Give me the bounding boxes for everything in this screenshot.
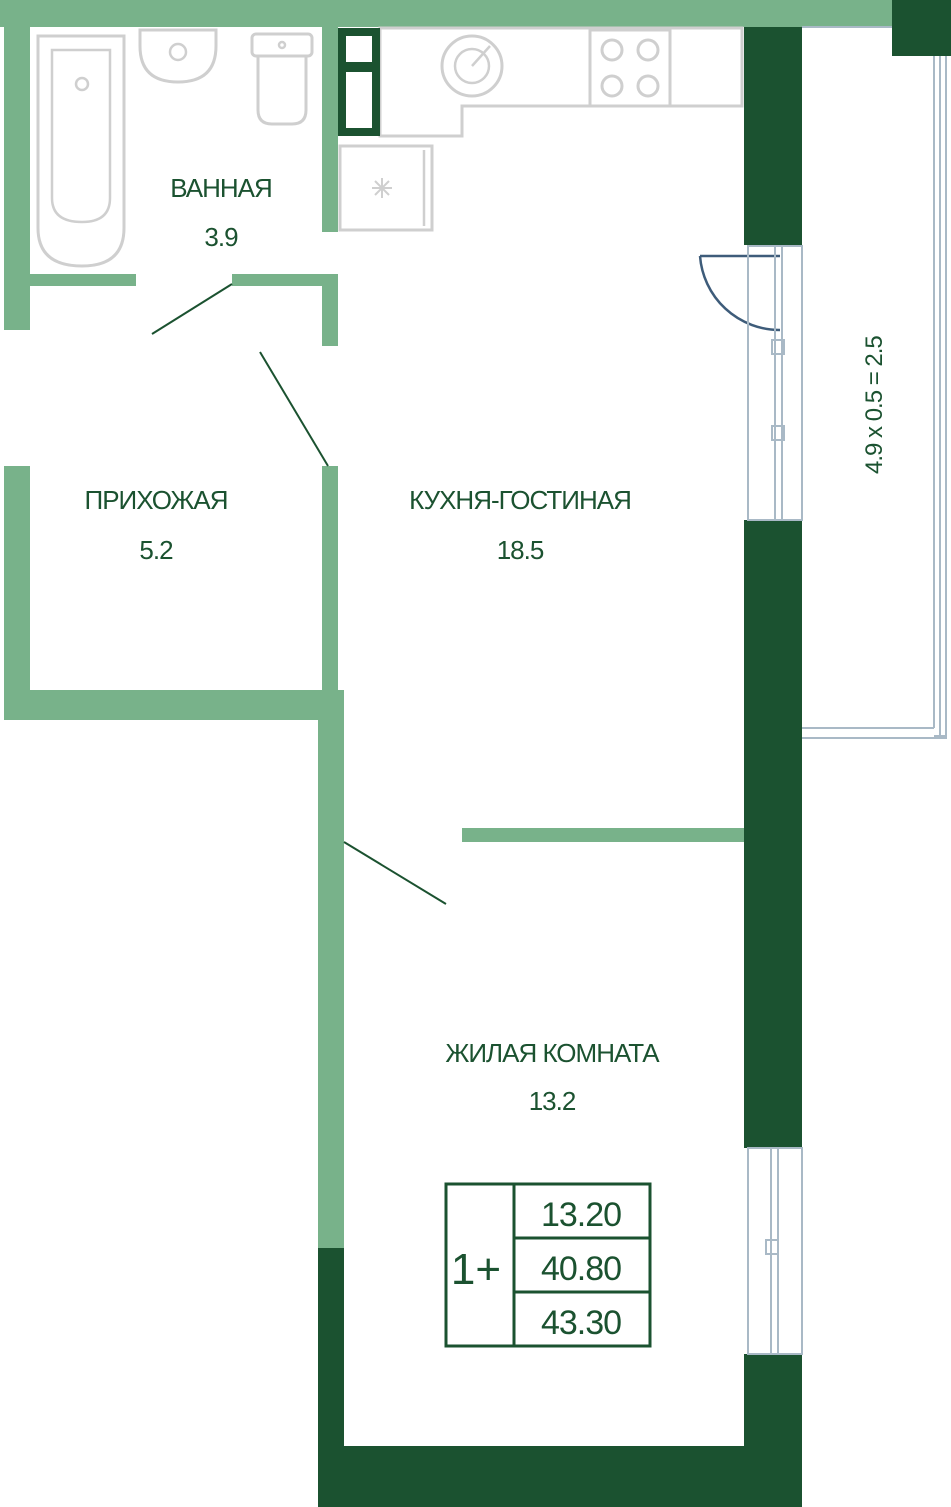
windows: [747, 245, 803, 1355]
living-area-value: 13.20: [541, 1196, 621, 1234]
partition-wall: [462, 828, 744, 842]
toilet-icon: [250, 32, 314, 126]
external-walls: [318, 0, 951, 1507]
door-swings: [151, 254, 781, 905]
total-area-value: 40.80: [541, 1250, 621, 1288]
hallway-bottom-wall: [4, 690, 342, 720]
area-summary-table: 1+ 13.20 40.80 43.30: [444, 1182, 652, 1348]
living-room-area: 13.2: [529, 1086, 576, 1116]
balcony: 4.9 x 0.5 = 2.5: [802, 26, 947, 739]
bottom-wall: [318, 1446, 802, 1507]
living-left-wall: [318, 690, 344, 1250]
living-room-door: [343, 841, 447, 905]
apartment-type: 1+: [451, 1245, 501, 1294]
corner-column: [892, 0, 951, 56]
hallway-area: 5.2: [139, 535, 173, 565]
stove-icon: [588, 28, 672, 108]
bathtub-icon: [36, 34, 126, 268]
bathroom-right-wall-stub: [322, 274, 338, 346]
washbasin-icon: [138, 28, 218, 84]
interior-walls: [0, 0, 893, 1250]
hallway-right-wall: [322, 466, 338, 704]
kitchen-living-name: КУХНЯ-ГОСТИНАЯ: [409, 485, 631, 515]
snowflake-icon: [372, 178, 392, 198]
hallway-left-wall: [4, 466, 30, 720]
hallway-door: [259, 351, 329, 467]
bathroom-bottom-wall-right: [232, 274, 338, 286]
bathroom-name: ВАННАЯ: [170, 173, 272, 203]
kitchen-cabinet-inner-top: [346, 36, 372, 62]
top-wall: [0, 0, 893, 27]
bathroom-area: 3.9: [204, 222, 238, 252]
bathroom-door: [151, 283, 233, 335]
kitchen-living-area: 18.5: [497, 535, 544, 565]
total-with-balcony-value: 43.30: [541, 1304, 621, 1342]
hallway-name: ПРИХОЖАЯ: [85, 485, 228, 515]
right-wall-middle: [744, 520, 802, 1148]
fridge-icon: [338, 144, 434, 232]
bathroom-bottom-wall-left: [4, 274, 136, 286]
kitchen-unit: [338, 26, 744, 138]
balcony-door: [698, 254, 781, 332]
living-left-wall-dark: [318, 1248, 344, 1507]
kitchen-sink-icon: [440, 34, 504, 98]
right-wall-top: [744, 27, 802, 245]
living-room-name: ЖИЛАЯ КОМНАТА: [445, 1038, 660, 1068]
kitchen-counter: [378, 26, 744, 138]
kitchen-cabinet-inner-bottom: [346, 72, 372, 128]
balcony-dimension: 4.9 x 0.5 = 2.5: [861, 336, 888, 474]
bathroom-kitchen-wall: [322, 0, 338, 232]
